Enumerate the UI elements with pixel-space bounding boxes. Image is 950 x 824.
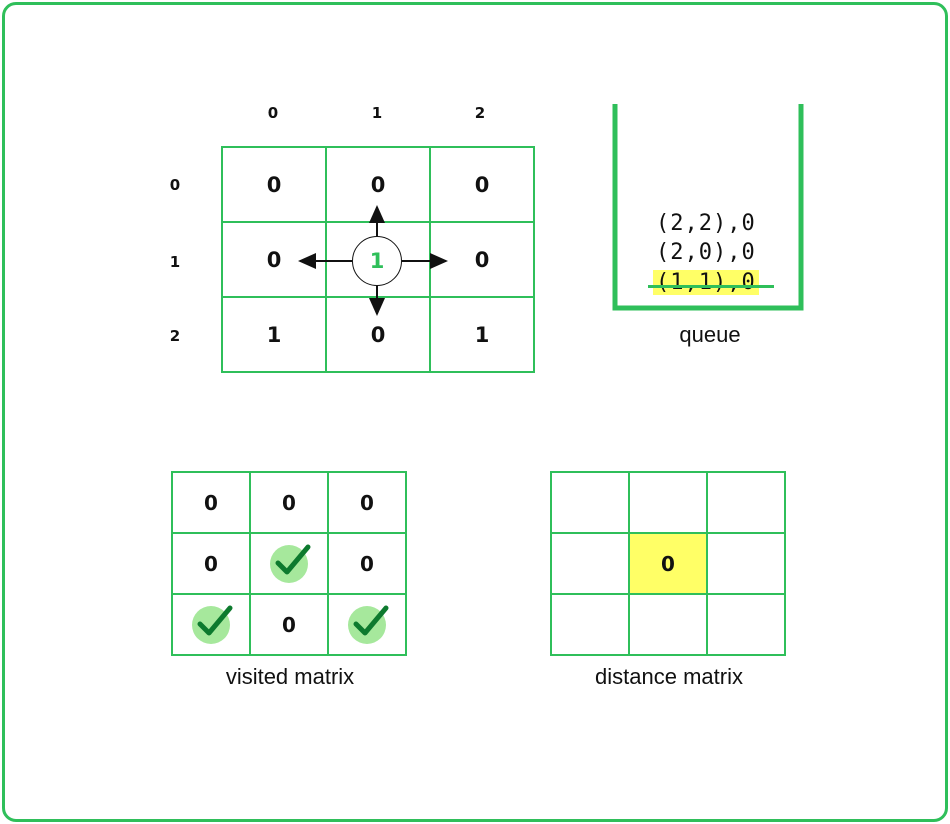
visited-cell: [249, 532, 329, 595]
distance-matrix: 0: [550, 471, 786, 656]
visited-cell: [327, 593, 407, 656]
visited-matrix: 0 0 0 0 0 0: [171, 471, 407, 656]
row-index-2: 2: [169, 327, 181, 345]
visited-cell: [171, 593, 251, 656]
distance-cell: [706, 532, 786, 595]
col-index-0: 0: [267, 104, 279, 122]
visited-cell: 0: [171, 471, 251, 534]
distance-cell-highlighted: 0: [628, 532, 708, 595]
visited-cell: 0: [249, 593, 329, 656]
grid-cell: 1: [221, 296, 327, 373]
distance-cell: [628, 593, 708, 656]
visited-cell: 0: [327, 471, 407, 534]
col-index-2: 2: [474, 104, 486, 122]
queue-item: (2,0),0: [656, 240, 756, 265]
queue-container: [612, 104, 804, 311]
distance-cell: [550, 471, 630, 534]
grid-cell: 0: [429, 146, 535, 223]
visited-matrix-label: visited matrix: [225, 664, 355, 689]
grid-cell: 0: [221, 146, 327, 223]
distance-cell: [550, 532, 630, 595]
visited-cell: 0: [249, 471, 329, 534]
current-cell-circle: 1: [352, 236, 402, 286]
input-grid: 0 0 0 0 0 1 0 1: [221, 146, 535, 373]
distance-cell: [706, 593, 786, 656]
checkmark-icon: [270, 544, 311, 583]
row-index-0: 0: [169, 176, 181, 194]
distance-matrix-label: distance matrix: [595, 664, 743, 689]
queue-label: queue: [679, 322, 741, 347]
strikethrough-line: [648, 285, 774, 288]
distance-cell: [706, 471, 786, 534]
grid-cell: 1: [429, 296, 535, 373]
queue-item: (2,2),0: [656, 211, 756, 236]
visited-cell: 0: [327, 532, 407, 595]
checkmark-icon: [348, 605, 389, 644]
queue-item-dequeued: (1,1),0: [653, 270, 759, 295]
distance-cell: [628, 471, 708, 534]
distance-cell: [550, 593, 630, 656]
row-index-1: 1: [169, 253, 181, 271]
col-index-1: 1: [371, 104, 383, 122]
checkmark-icon: [192, 605, 233, 644]
visited-cell: 0: [171, 532, 251, 595]
